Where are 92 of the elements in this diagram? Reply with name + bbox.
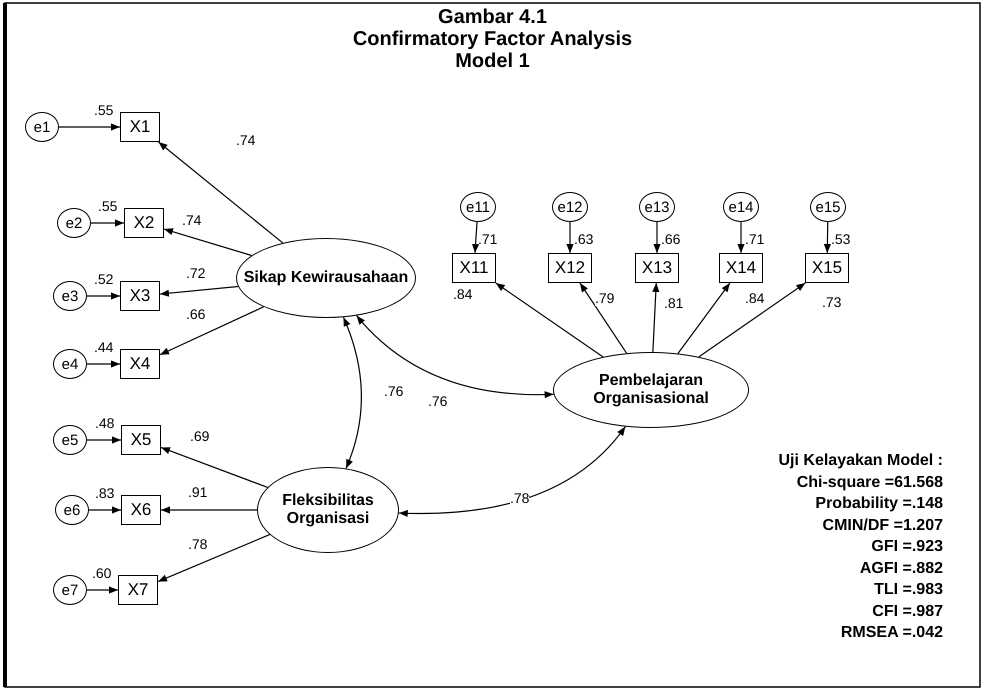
arrow	[87, 586, 118, 594]
fit-statistic: Probability =.148	[815, 494, 943, 514]
arrow	[87, 292, 120, 300]
latent-ellipse: Sikap Kewirausahaan	[236, 238, 416, 318]
error-circle: e14	[723, 192, 759, 222]
arrow	[158, 534, 270, 582]
r-squared-value: .55	[94, 102, 114, 118]
edge-label: .84	[453, 286, 472, 302]
title-line: Confirmatory Factor Analysis	[352, 28, 632, 50]
r-squared-value: .52	[94, 271, 114, 287]
arrow	[824, 222, 831, 254]
arrow	[579, 282, 628, 354]
edge-label: .84	[745, 290, 764, 306]
indicator-box: X4	[120, 349, 160, 379]
error-circle: e15	[810, 192, 846, 222]
arrow	[160, 306, 264, 356]
arrow	[158, 142, 284, 244]
indicator-box: X3	[120, 281, 160, 311]
indicator-box: X7	[118, 575, 158, 605]
r-squared-value: .63	[574, 231, 594, 247]
error-circle: e2	[57, 208, 91, 238]
arrow	[737, 222, 745, 253]
arrow	[87, 360, 120, 368]
arrow	[59, 123, 120, 131]
edge-label: .91	[188, 484, 208, 500]
edge-label: .78	[188, 536, 208, 552]
error-circle: e7	[53, 575, 87, 605]
fit-statistic: AGFI =.882	[860, 558, 943, 578]
r-squared-value: .71	[478, 231, 498, 247]
error-circle: e6	[55, 495, 89, 525]
arrow	[472, 222, 480, 254]
edge-label: .78	[510, 490, 530, 506]
arrow	[91, 219, 124, 227]
error-circle: e13	[639, 192, 675, 222]
fit-statistic: CFI =.987	[872, 602, 943, 622]
indicator-box: X15	[805, 253, 849, 283]
fit-statistic: TLI =.983	[874, 580, 943, 600]
error-circle: e1	[25, 112, 59, 142]
arrow	[653, 222, 661, 253]
edge-label: .69	[190, 428, 210, 444]
edge-label: .72	[186, 265, 206, 281]
covariance-arrow	[342, 317, 362, 469]
arrow	[652, 282, 660, 352]
error-circle: e11	[460, 192, 496, 222]
diagram-title: Gambar 4.1	[438, 6, 547, 28]
latent-ellipse: Fleksibilitas Organisasi	[257, 467, 399, 553]
indicator-box: X14	[719, 253, 763, 283]
fit-statistic: Chi-square =61.568	[796, 472, 943, 492]
arrow	[89, 506, 121, 514]
r-squared-value: .44	[94, 339, 114, 355]
edge-label: .81	[664, 295, 684, 311]
fit-statistic: RMSEA =.042	[840, 623, 943, 643]
fit-statistic: CMIN/DF =1.207	[822, 516, 943, 536]
error-circle: e12	[552, 192, 588, 222]
indicator-box: X6	[121, 495, 161, 525]
indicator-box: X1	[120, 112, 160, 142]
r-squared-value: .48	[95, 415, 114, 431]
error-circle: e4	[53, 349, 87, 379]
latent-ellipse: Pembelajaran Organisasional	[553, 352, 749, 428]
indicator-box: X11	[452, 253, 496, 283]
edge-label: .66	[186, 306, 206, 322]
arrow	[87, 436, 121, 444]
arrow	[677, 282, 730, 354]
indicator-box: X5	[121, 425, 161, 455]
arrow	[160, 446, 268, 488]
covariance-arrow	[398, 426, 626, 517]
r-squared-value: .55	[98, 198, 118, 214]
arrow	[495, 282, 604, 358]
arrow	[698, 282, 806, 358]
indicator-box: X13	[635, 253, 679, 283]
arrow	[566, 222, 574, 253]
arrow	[160, 286, 238, 297]
edge-label: .73	[822, 294, 842, 310]
error-circle: e3	[53, 281, 87, 311]
indicator-box: X2	[124, 208, 164, 238]
edge-label: .74	[236, 132, 256, 148]
r-squared-value: .83	[95, 485, 114, 501]
r-squared-value: .60	[92, 565, 112, 581]
edge-label: .76	[384, 383, 404, 399]
edge-label: .79	[595, 290, 614, 306]
covariance-arrow	[356, 315, 554, 398]
r-squared-value: .71	[745, 231, 764, 247]
edge-label: .74	[182, 212, 202, 228]
fit-statistic: Uji Kelayakan Model :	[778, 451, 943, 471]
indicator-box: X12	[548, 253, 592, 283]
error-circle: e5	[53, 425, 87, 455]
r-squared-value: .66	[661, 231, 680, 247]
title-line: Model 1	[455, 50, 530, 72]
fit-statistic: GFI =.923	[871, 537, 943, 557]
edge-label: .76	[428, 393, 448, 409]
arrow	[164, 228, 252, 256]
r-squared-value: .53	[831, 231, 850, 247]
